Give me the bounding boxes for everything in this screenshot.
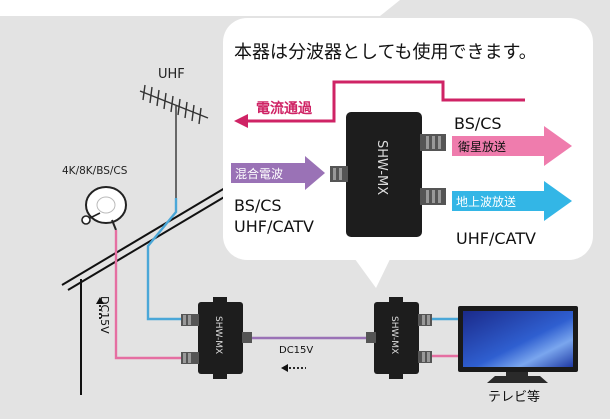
- device-right-model: SHW-MX: [389, 316, 399, 354]
- satellite-dish-icon: [81, 186, 127, 231]
- output-top-label: BS/CS: [454, 114, 502, 133]
- satellite-output-arrow: [452, 126, 572, 166]
- device-left-model: SHW-MX: [213, 316, 223, 354]
- sat-bands-label: 4K/8K/BS/CS: [62, 165, 128, 177]
- bs-cable: [114, 230, 186, 360]
- bubble-headline: 本器は分波器としても使用できます。: [234, 42, 537, 63]
- terrestrial-output-arrow: [452, 181, 572, 221]
- dc15v-horizontal-label: DC15V: [279, 345, 313, 356]
- dc15v-horizontal-arrow: [281, 364, 306, 372]
- output-bottom-label: UHF/CATV: [456, 229, 536, 248]
- top-strip: [0, 0, 400, 16]
- uhf-label: UHF: [158, 67, 185, 82]
- uhf-antenna-icon: [139, 84, 209, 200]
- splitter-device-left: SHW-MX: [181, 297, 252, 379]
- mixed-input-label: 混合電波: [235, 166, 283, 181]
- satellite-output-label: 衛星放送: [458, 139, 506, 154]
- dc15v-vertical-label: DC15V: [98, 296, 111, 334]
- current-flow-label: 電流通過: [256, 100, 313, 117]
- device-main-model: SHW-MX: [374, 140, 389, 195]
- current-flow-arrow: [234, 80, 525, 128]
- dc15v-vertical-arrow: [96, 297, 104, 320]
- splitter-device-main: SHW-MX: [330, 112, 446, 237]
- splitter-device-right: SHW-MX: [366, 297, 432, 379]
- input-bands-label: BS/CS: [234, 196, 282, 215]
- input-bands2-label: UHF/CATV: [234, 217, 314, 236]
- terrestrial-output-label: 地上波放送: [456, 194, 516, 209]
- mixed-input-arrow: [231, 156, 325, 190]
- uhf-cable: [146, 198, 186, 321]
- tv-icon: [458, 306, 578, 383]
- tv-label: テレビ等: [488, 389, 540, 405]
